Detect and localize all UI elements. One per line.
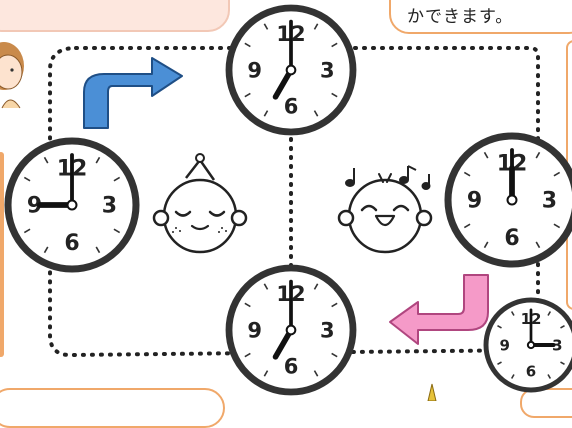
clock-tick bbox=[113, 228, 121, 234]
clock-tick bbox=[497, 361, 502, 366]
clock-tick bbox=[497, 324, 502, 329]
blue-arrow-icon bbox=[83, 57, 183, 129]
clock-tick bbox=[535, 151, 541, 159]
clock-center bbox=[285, 64, 297, 76]
person-icon bbox=[0, 42, 24, 109]
clock-bottom-center: 12369 bbox=[225, 264, 357, 396]
clocks-group: 12369 12369 12369 12369 12369 bbox=[4, 4, 572, 396]
clock-numeral: 9 bbox=[499, 336, 509, 354]
clock-numeral: 9 bbox=[247, 318, 262, 342]
happy-baby-face-icon bbox=[337, 173, 433, 254]
clock-tick bbox=[95, 246, 101, 254]
clock-tick bbox=[510, 311, 515, 316]
clock-tick bbox=[331, 92, 338, 98]
clock-bottom-right: 12369 bbox=[483, 297, 572, 393]
clock-tick bbox=[263, 110, 269, 117]
clock-right: 12369 bbox=[444, 132, 572, 268]
clock-center bbox=[285, 324, 297, 336]
clock-center bbox=[506, 194, 518, 206]
clock-tick bbox=[244, 352, 251, 358]
clock-tick bbox=[23, 176, 31, 182]
clock-numeral: 3 bbox=[320, 318, 335, 342]
clock-numeral: 3 bbox=[320, 58, 335, 82]
clock-tick bbox=[483, 151, 489, 159]
clock-numeral: 6 bbox=[284, 355, 299, 379]
clock-tick bbox=[43, 246, 49, 254]
clock-numeral: 9 bbox=[467, 189, 482, 214]
pink-arrow-icon bbox=[389, 274, 489, 345]
clock-numeral: 6 bbox=[504, 226, 519, 251]
clock-tick bbox=[553, 171, 561, 177]
clock-tick bbox=[463, 171, 471, 177]
clock-numeral: 3 bbox=[542, 189, 557, 214]
clock-tick bbox=[547, 374, 552, 379]
clock-tick bbox=[113, 176, 121, 182]
illustration: 12369 12369 12369 12369 12369 bbox=[0, 4, 572, 401]
clock-tick bbox=[510, 374, 515, 379]
clock-numeral: 3 bbox=[102, 194, 117, 219]
clock-center bbox=[66, 199, 78, 211]
clock-numeral: 6 bbox=[284, 95, 299, 119]
clock-tick bbox=[244, 42, 251, 48]
small-figure-icon bbox=[427, 383, 437, 401]
clock-tick bbox=[560, 361, 565, 366]
clock-tick bbox=[483, 241, 489, 249]
top-right-panel: かできます。 bbox=[389, 0, 572, 34]
clock-tick bbox=[313, 110, 319, 117]
clock-tick bbox=[43, 156, 49, 164]
clock-tick bbox=[313, 283, 319, 290]
clock-numeral: 3 bbox=[552, 336, 562, 354]
clock-tick bbox=[553, 223, 561, 229]
clock-tick bbox=[547, 311, 552, 316]
clock-left: 12369 bbox=[4, 137, 140, 273]
clock-tick bbox=[263, 370, 269, 377]
clock-tick bbox=[313, 23, 319, 30]
clock-numeral: 6 bbox=[64, 231, 79, 256]
clock-top-center: 12369 bbox=[225, 4, 357, 136]
clock-numeral: 6 bbox=[526, 363, 536, 381]
clock-tick bbox=[463, 223, 471, 229]
dotted-cycle-path bbox=[48, 46, 540, 358]
clock-tick bbox=[263, 23, 269, 30]
clock-tick bbox=[535, 241, 541, 249]
clock-tick bbox=[560, 324, 565, 329]
clock-tick bbox=[331, 352, 338, 358]
clock-numeral: 9 bbox=[27, 194, 42, 219]
sleeping-baby-face-icon bbox=[152, 153, 248, 254]
clock-center bbox=[526, 340, 536, 350]
music-notes-icon bbox=[345, 165, 431, 190]
top-right-caption: かできます。 bbox=[407, 7, 514, 27]
top-left-panel bbox=[0, 0, 230, 32]
clock-tick bbox=[23, 228, 31, 234]
clock-tick bbox=[95, 156, 101, 164]
clock-tick bbox=[244, 302, 251, 308]
clock-tick bbox=[331, 42, 338, 48]
clock-tick bbox=[263, 283, 269, 290]
left-side-panel-edge bbox=[0, 152, 4, 357]
clock-tick bbox=[313, 370, 319, 377]
clock-numeral: 9 bbox=[247, 58, 262, 82]
clock-tick bbox=[244, 92, 251, 98]
clock-tick bbox=[331, 302, 338, 308]
